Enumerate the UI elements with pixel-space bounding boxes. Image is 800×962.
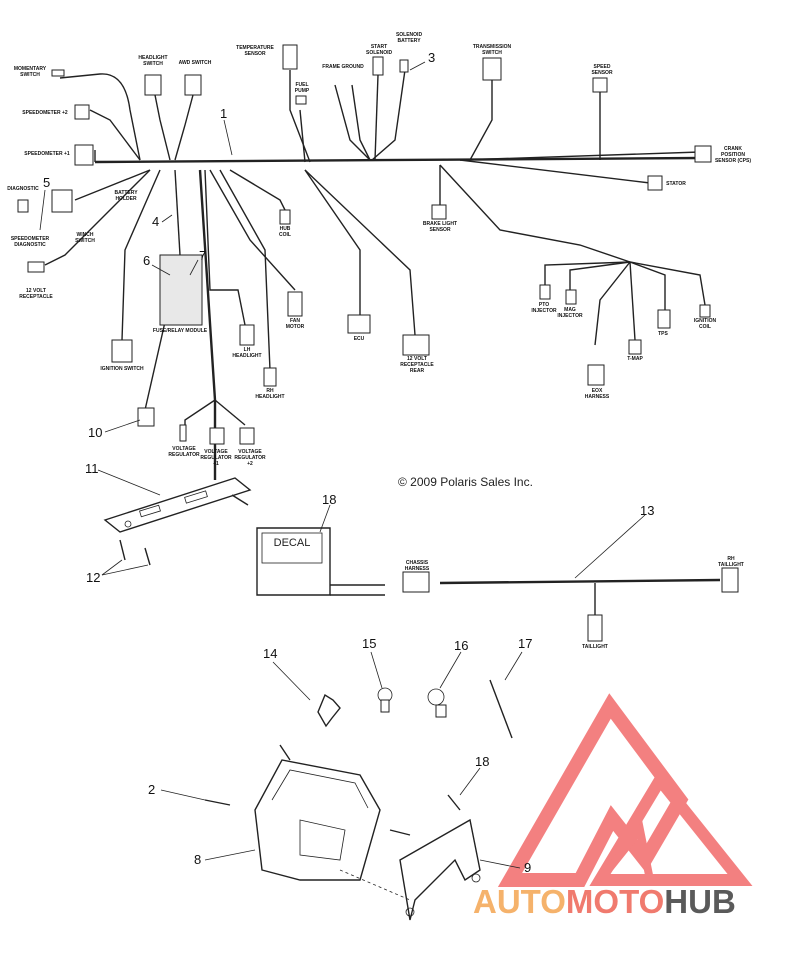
label-temperature-sensor: TEMPERATURE SENSOR <box>236 45 274 57</box>
label-transmission-switch: TRANSMISSION SWITCH <box>472 44 512 56</box>
label-fuel-pump: FUEL PUMP <box>294 82 310 94</box>
label-headlight-switch: HEADLIGHT SWITCH <box>138 55 168 67</box>
label-12-volt-receptacle: 12 VOLT RECEPTACLE <box>19 288 53 300</box>
callout-16: 16 <box>454 638 469 653</box>
label-rh-headlight: RH HEADLIGHT <box>255 388 285 400</box>
callout-2: 2 <box>148 782 156 797</box>
callout-5: 5 <box>43 175 51 190</box>
callout-17: 17 <box>518 636 533 651</box>
callout-4: 4 <box>152 214 160 229</box>
label-speedometer-2: SPEEDOMETER +2 <box>22 110 68 116</box>
label-voltage-regulator: VOLTAGE REGULATOR <box>168 446 200 458</box>
callout-14: 14 <box>263 646 278 661</box>
label-speedometer-1: SPEEDOMETER +1 <box>24 151 70 157</box>
callout-11: 11 <box>85 461 99 476</box>
label-crank-position-sensor: CRANK POSITION SENSOR (CPS) <box>714 146 752 164</box>
small-parts <box>317 679 513 739</box>
label-frame-ground: FRAME GROUND <box>322 64 364 70</box>
watermark-moto: MOTO <box>565 883 665 920</box>
callout-18-bracket: 18 <box>475 754 490 769</box>
label-fan-motor: FAN MOTOR <box>285 318 305 330</box>
decal-block <box>256 527 385 596</box>
label-brake-light-sensor: BRAKE LIGHT SENSOR <box>422 221 458 233</box>
watermark-hub: HUB <box>664 883 736 920</box>
label-lh-headlight: LH HEADLIGHT <box>232 347 262 359</box>
label-awd-switch: AWD SWITCH <box>178 60 212 66</box>
label-ignition-switch: IGNITION SWITCH <box>100 366 144 372</box>
callout-1: 1 <box>220 106 228 121</box>
label-start-solenoid: START SOLENOID <box>366 44 393 56</box>
label-battery-holder: BATTERY HOLDER <box>114 190 138 202</box>
label-tmap: T-MAP <box>627 356 643 362</box>
connectors <box>17 44 712 445</box>
label-ecu: ECU <box>353 336 365 342</box>
watermark-logo <box>497 693 753 887</box>
taillight-harness <box>402 567 739 642</box>
main-harness <box>44 69 706 480</box>
label-diagnostic: DIAGNOSTIC <box>7 186 39 192</box>
callout-13: 13 <box>640 503 655 518</box>
label-stator: STATOR <box>666 181 686 187</box>
label-voltage-regulator-1: VOLTAGE REGULATOR +1 <box>200 449 232 467</box>
label-chassis-harness: CHASSIS HARNESS <box>404 560 430 572</box>
label-solenoid-battery: SOLENOID BATTERY <box>395 32 423 44</box>
label-eox-harness: EOX HARNESS <box>584 388 610 400</box>
label-speed-sensor: SPEED SENSOR <box>591 64 613 76</box>
callout-7: 7 <box>199 248 207 263</box>
callout-12: 12 <box>86 570 101 585</box>
callout-15: 15 <box>362 636 377 651</box>
label-12-volt-receptacle-rear: 12 VOLT RECEPTACLE REAR <box>400 356 434 374</box>
callout-6: 6 <box>143 253 151 268</box>
label-taillight: TAILLIGHT <box>582 644 608 650</box>
callout-9: 9 <box>524 860 532 875</box>
label-pto-injector: PTO INJECTOR <box>531 302 557 314</box>
leader-lines <box>39 61 646 869</box>
label-voltage-regulator-2: VOLTAGE REGULATOR +2 <box>234 449 266 467</box>
callout-10: 10 <box>88 425 103 440</box>
label-momentary-switch: MOMENTARY SWITCH <box>13 66 47 78</box>
label-winch-switch: WINCH SWITCH <box>75 232 95 244</box>
decal-text: DECAL <box>273 537 311 549</box>
fuse-bracket <box>103 477 252 566</box>
callout-8: 8 <box>194 852 202 867</box>
label-rh-taillight: RH TAILLIGHT <box>718 556 744 568</box>
label-tps: TPS <box>658 331 668 337</box>
callout-3: 3 <box>428 50 436 65</box>
callout-18-decal: 18 <box>322 492 337 507</box>
copyright-notice: © 2009 Polaris Sales Inc. <box>398 475 533 489</box>
label-mag-injector: MAG INJECTOR <box>557 307 583 319</box>
module-housing <box>204 744 481 921</box>
label-fuse-relay-module: FUSE/RELAY MODULE <box>152 328 208 334</box>
label-hub-coil: HUB COIL <box>279 226 291 238</box>
label-speedometer-diagnostic: SPEEDOMETER DIAGNOSTIC <box>10 236 50 248</box>
watermark-auto: AUTO <box>473 883 566 920</box>
label-ignition-coil: IGNITION COIL <box>693 318 717 330</box>
watermark-text: AUTOMOTOHUB <box>473 883 736 921</box>
